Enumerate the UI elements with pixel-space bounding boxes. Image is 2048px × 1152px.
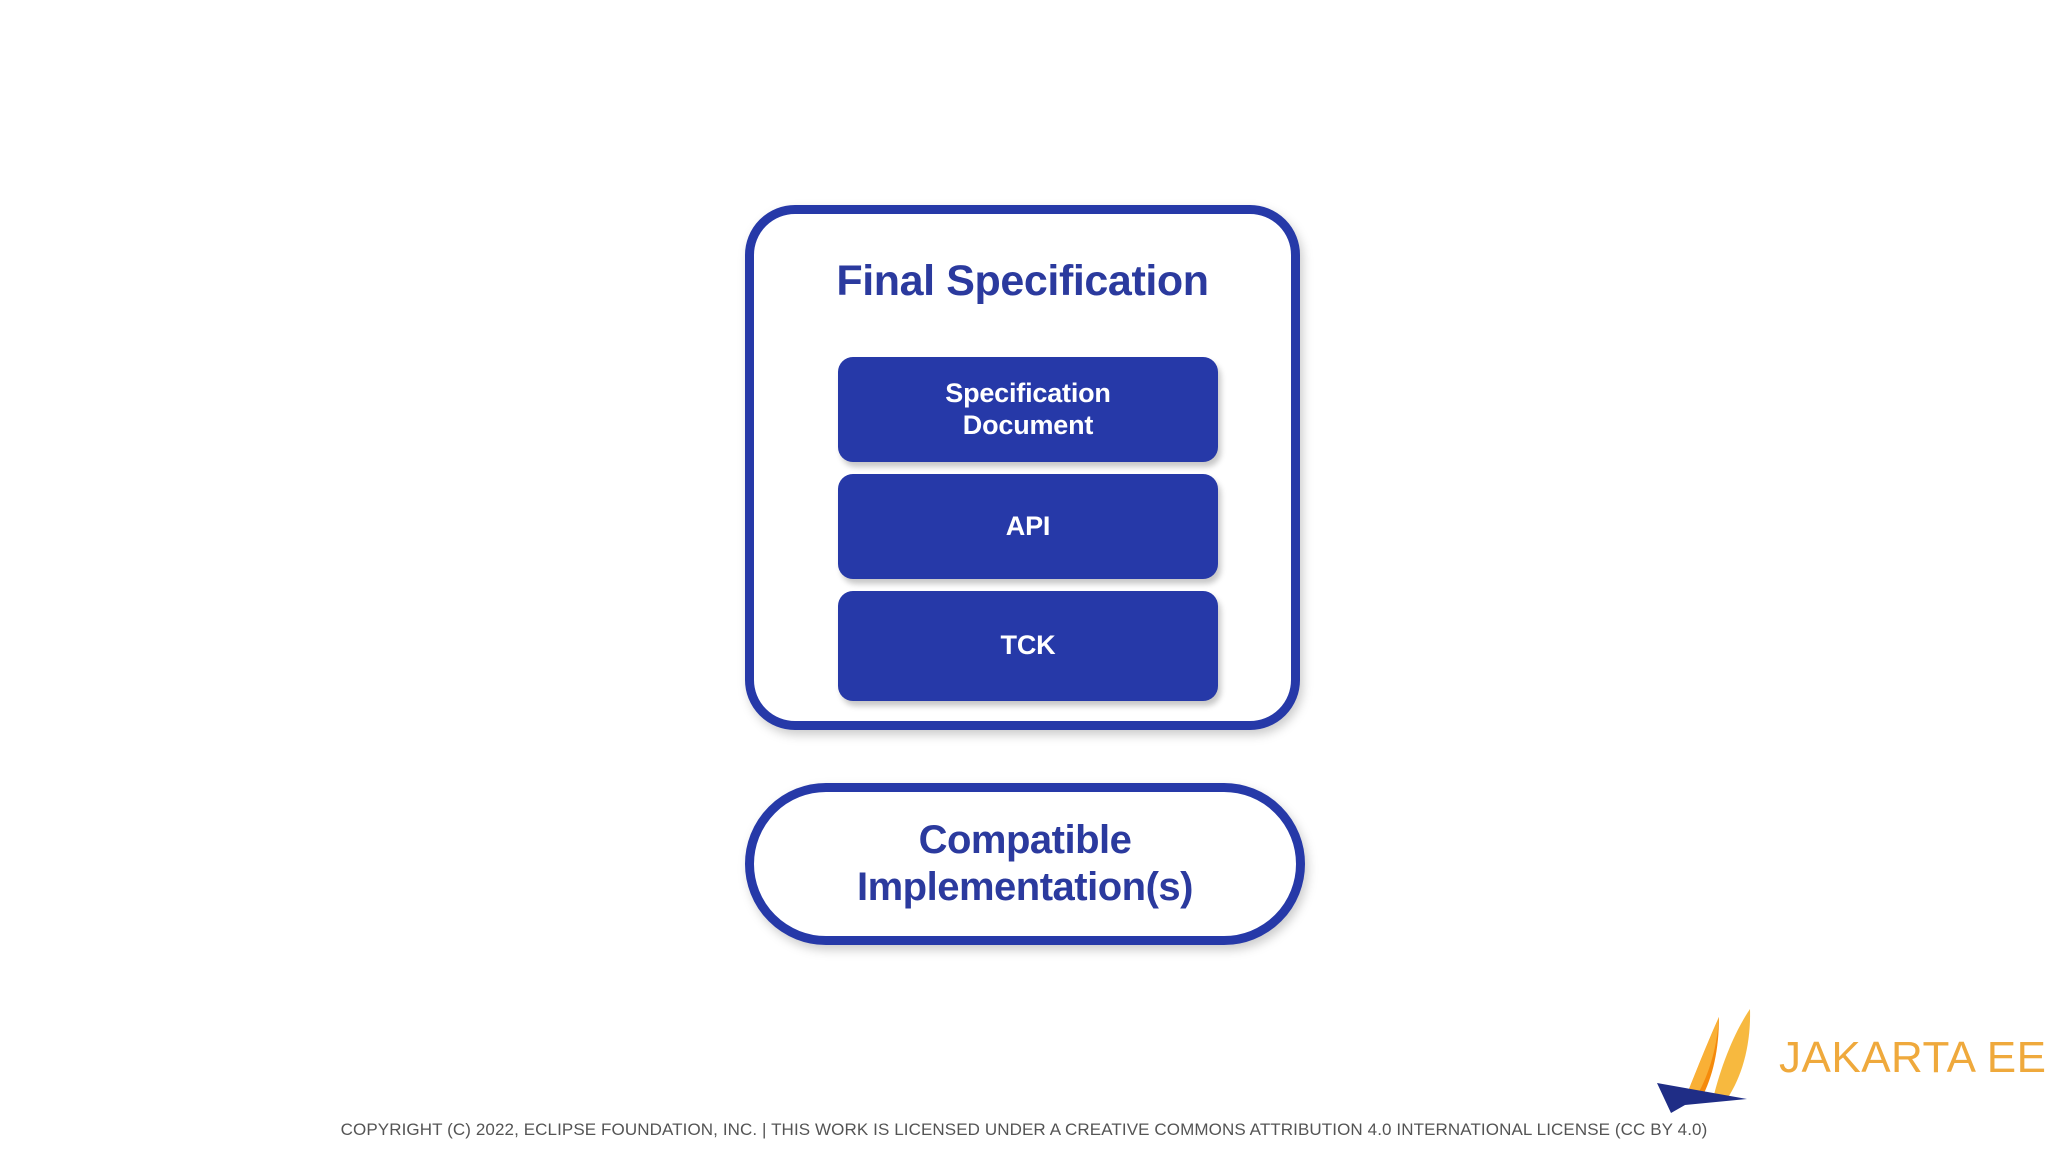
artifact-specification-document-label: Specification Document xyxy=(945,377,1111,440)
jakarta-ee-wordmark: JAKARTA EE xyxy=(1779,1032,2047,1082)
jakarta-ee-sailboat-icon xyxy=(1657,1008,1751,1113)
artifact-stack: Specification Document API TCK xyxy=(838,357,1218,713)
artifact-tck-label: TCK xyxy=(1000,630,1056,661)
footer-copyright-text: COPYRIGHT (C) 2022, ECLIPSE FOUNDATION, … xyxy=(340,1120,1708,1139)
artifact-api-label: API xyxy=(1005,510,1051,541)
compatible-implementation-box: Compatible Implementation(s) xyxy=(745,783,1305,945)
final-specification-box: Final Specification Specification Docume… xyxy=(745,205,1300,730)
artifact-specification-document: Specification Document xyxy=(838,357,1218,462)
artifact-api: API xyxy=(838,474,1218,579)
jakarta-ee-logo: JAKARTA EE xyxy=(1655,1000,2046,1115)
final-specification-title: Final Specification xyxy=(836,257,1209,305)
compatible-implementation-label: Compatible Implementation(s) xyxy=(857,817,1193,909)
artifact-tck: TCK xyxy=(838,591,1218,701)
